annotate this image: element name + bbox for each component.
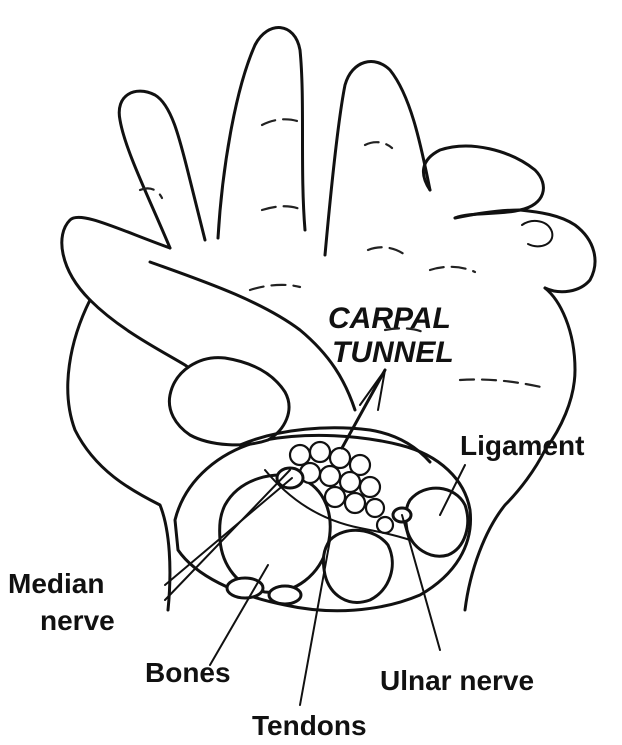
bone-middle <box>323 530 392 602</box>
index-finger <box>119 91 205 248</box>
label-bones: Bones <box>145 657 231 688</box>
wrist-cross-section <box>169 358 470 611</box>
ring-finger <box>325 62 430 255</box>
bone-small-2 <box>269 586 301 604</box>
label-ulnar-nerve: Ulnar nerve <box>380 665 534 696</box>
label-carpal-line1: CARPAL <box>328 302 451 335</box>
label-median-line1: Median <box>8 568 104 599</box>
label-tendons: Tendons <box>252 710 367 741</box>
label-ligament: Ligament <box>460 430 584 461</box>
bone-right <box>406 488 468 556</box>
label-median-line2: nerve <box>40 605 115 636</box>
curled-finger-tip <box>522 221 552 246</box>
label-carpal-line2: TUNNEL <box>332 336 454 369</box>
bone-upper-left <box>169 358 289 445</box>
curled-finger-1 <box>423 146 543 218</box>
